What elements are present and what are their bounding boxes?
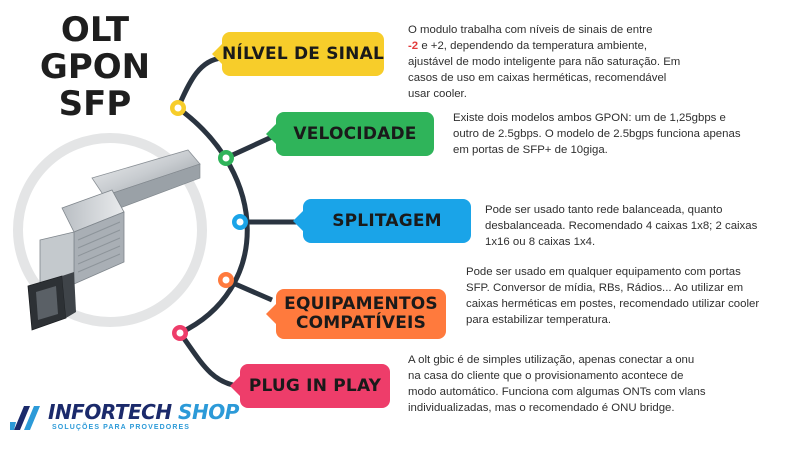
node-dot-2 [218,150,234,166]
label-text: EQUIPAMENTOS COMPATÍVEIS [284,294,438,333]
title-line-3: SFP [58,84,132,124]
brand-mark-icon [10,406,40,430]
description-nivel-de-sinal: O modulo trabalha com níveis de sinais d… [408,22,690,102]
desc-text: e +2, dependendo da temperatura ambiente… [408,40,681,100]
label-splitagem: SPLITAGEM [293,199,471,243]
brand-tagline: SOLUÇÕES PARA PROVEDORES [52,424,191,431]
sfp-module-image [27,149,201,331]
brand-name-main: INFORTECH [48,400,172,424]
node-dot-3 [232,214,248,230]
page-title: OLT GPON SFP [30,12,160,123]
title-line-2: GPON [39,47,151,87]
node-dot-5 [172,325,188,341]
description-splitagem: Pode ser usado tanto rede balanceada, qu… [485,204,758,248]
label-nivel-de-sinal: NÍLVEL DE SINAL [212,32,384,76]
description-plug-in-play: A olt gbic é de simples utilização, apen… [408,354,706,414]
label-text: PLUG IN PLAY [248,375,382,396]
description-velocidade: Existe dois modelos ambos GPON: um de 1,… [453,112,741,156]
desc-text: O modulo trabalha com níveis de sinais d… [408,24,653,36]
label-text: SPLITAGEM [332,210,442,231]
label-plug-in-play: PLUG IN PLAY [230,364,390,408]
label-velocidade: VELOCIDADE [266,112,434,156]
brand-logo: INFORTECH SHOP SOLUÇÕES PARA PROVEDORES [10,398,239,440]
connector-1 [175,55,223,109]
label-text: VELOCIDADE [293,123,417,144]
spine-curve [175,105,250,336]
desc-highlight: -2 [408,40,419,52]
brand-name-accent: SHOP [178,400,239,424]
description-equipamentos-compativeis: Pode ser usado em qualquer equipamento c… [466,266,760,326]
brand-name: INFORTECH SHOP [48,400,239,424]
connector-4 [225,277,273,303]
node-dot-1 [170,100,186,116]
node-dot-4 [218,272,234,288]
label-equipamentos-compativeis: EQUIPAMENTOS COMPATÍVEIS [266,289,446,339]
title-line-1: OLT [60,10,130,50]
label-text: NÍLVEL DE SINAL [222,43,384,64]
